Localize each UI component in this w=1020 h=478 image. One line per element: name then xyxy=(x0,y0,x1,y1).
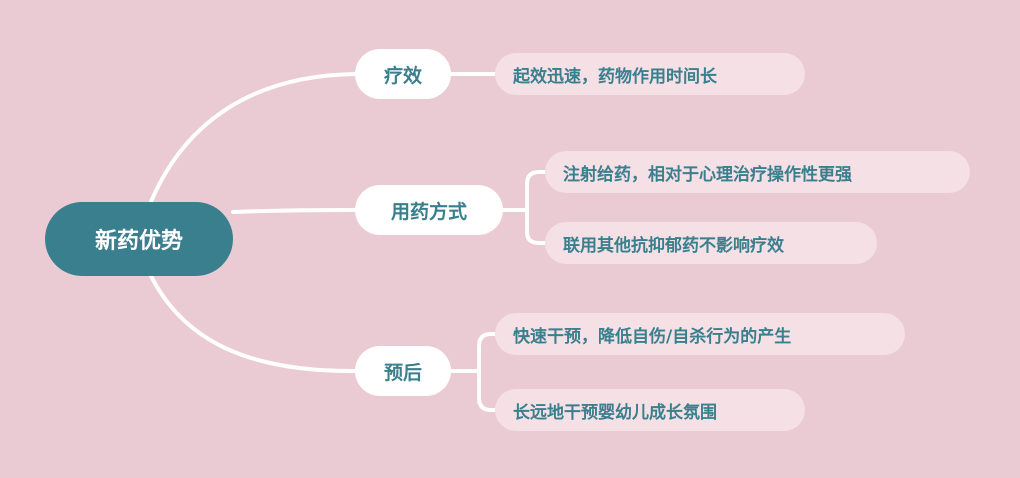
leaf-label: 长远地干预婴幼儿成长氛围 xyxy=(513,402,717,423)
leaf-label: 联用其他抗抑郁药不影响疗效 xyxy=(563,235,784,256)
connector-root-to-prognosis xyxy=(148,272,359,374)
leaf-label: 快速干预，降低自伤/自杀行为的产生 xyxy=(513,326,792,347)
leaf-node: 注射给药，相对于心理治疗操作性更强 xyxy=(545,151,970,193)
leaf-node: 长远地干预婴幼儿成长氛围 xyxy=(495,389,805,431)
branch-node-efficacy: 疗效 xyxy=(355,49,451,99)
leaf-label: 起效迅速，药物作用时间长 xyxy=(513,66,717,87)
leaf-node: 联用其他抗抑郁药不影响疗效 xyxy=(545,222,877,264)
connector-root-to-efficacy xyxy=(148,72,359,206)
branch-node-prognosis: 预后 xyxy=(355,346,451,396)
root-node: 新药优势 xyxy=(45,202,233,276)
branch-label: 疗效 xyxy=(383,64,422,87)
branch-label: 预后 xyxy=(383,361,422,384)
branch-node-administration: 用药方式 xyxy=(355,185,503,235)
leaf-node: 快速干预，降低自伤/自杀行为的产生 xyxy=(495,313,905,355)
leaf-node: 起效迅速，药物作用时间长 xyxy=(495,53,805,95)
branch-label: 用药方式 xyxy=(390,200,467,223)
connector-administration-bracket xyxy=(501,170,547,245)
connector-prognosis-bracket xyxy=(449,332,497,412)
connector-root-to-administration xyxy=(231,208,359,214)
root-label: 新药优势 xyxy=(94,229,183,254)
leaf-label: 注射给药，相对于心理治疗操作性更强 xyxy=(563,164,852,185)
